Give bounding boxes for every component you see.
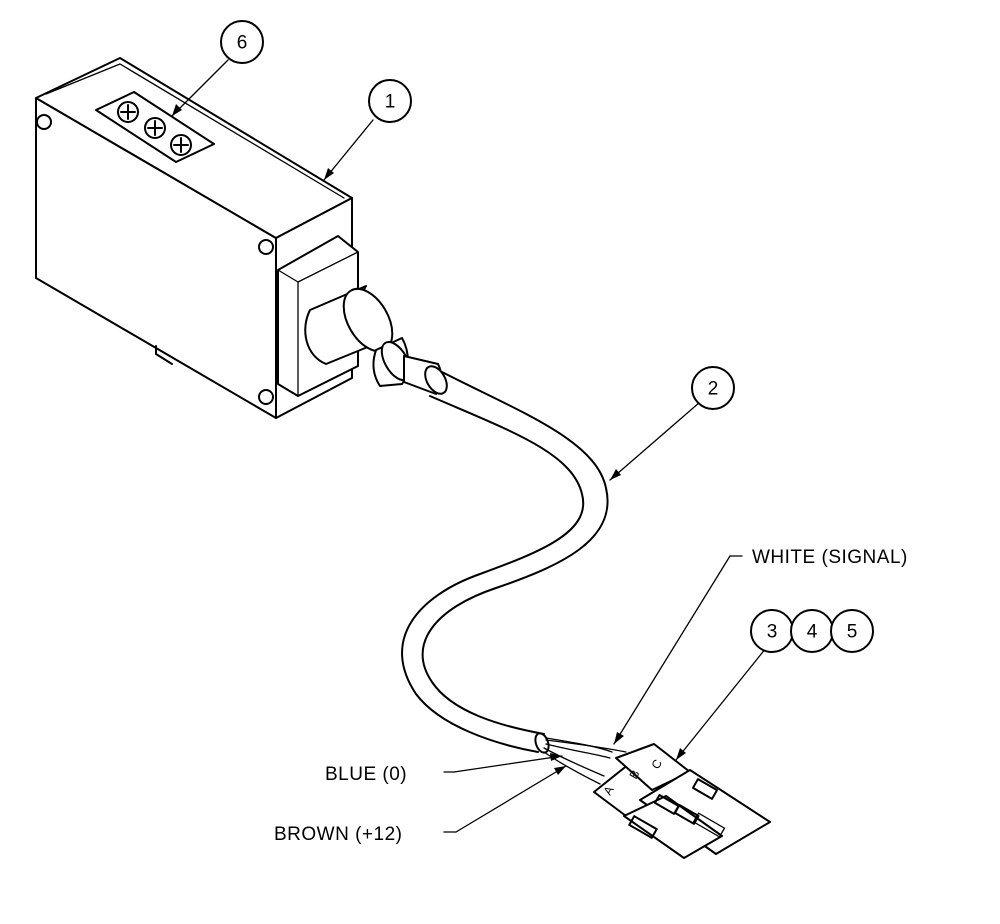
- svg-text:2: 2: [708, 379, 719, 400]
- connector-plug: A B C: [593, 743, 771, 859]
- svg-text:6: 6: [237, 33, 248, 54]
- terminal-strip: [95, 91, 215, 163]
- wires: [543, 737, 627, 785]
- terminal-screw-3: [170, 134, 192, 156]
- leader-lines: [171, 59, 767, 833]
- callout-4: 4: [790, 609, 834, 653]
- terminal-screw-2: [144, 117, 166, 139]
- svg-text:1: 1: [385, 92, 396, 113]
- terminal-screw-1: [117, 101, 139, 123]
- callout-3: 3: [750, 609, 794, 653]
- brown-wire-label: BROWN (+12): [274, 824, 403, 845]
- callout-6: 6: [220, 20, 264, 64]
- svg-text:3: 3: [767, 622, 778, 643]
- svg-text:5: 5: [847, 622, 858, 643]
- blue-wire-label: BLUE (0): [325, 764, 407, 785]
- callout-1: 1: [368, 79, 412, 123]
- callout-2: 2: [691, 366, 735, 410]
- cable: [401, 371, 609, 754]
- cable-gland: [304, 285, 448, 395]
- white-wire-label: WHITE (SIGNAL): [752, 547, 908, 568]
- callout-5: 5: [830, 609, 874, 653]
- svg-text:4: 4: [807, 622, 818, 643]
